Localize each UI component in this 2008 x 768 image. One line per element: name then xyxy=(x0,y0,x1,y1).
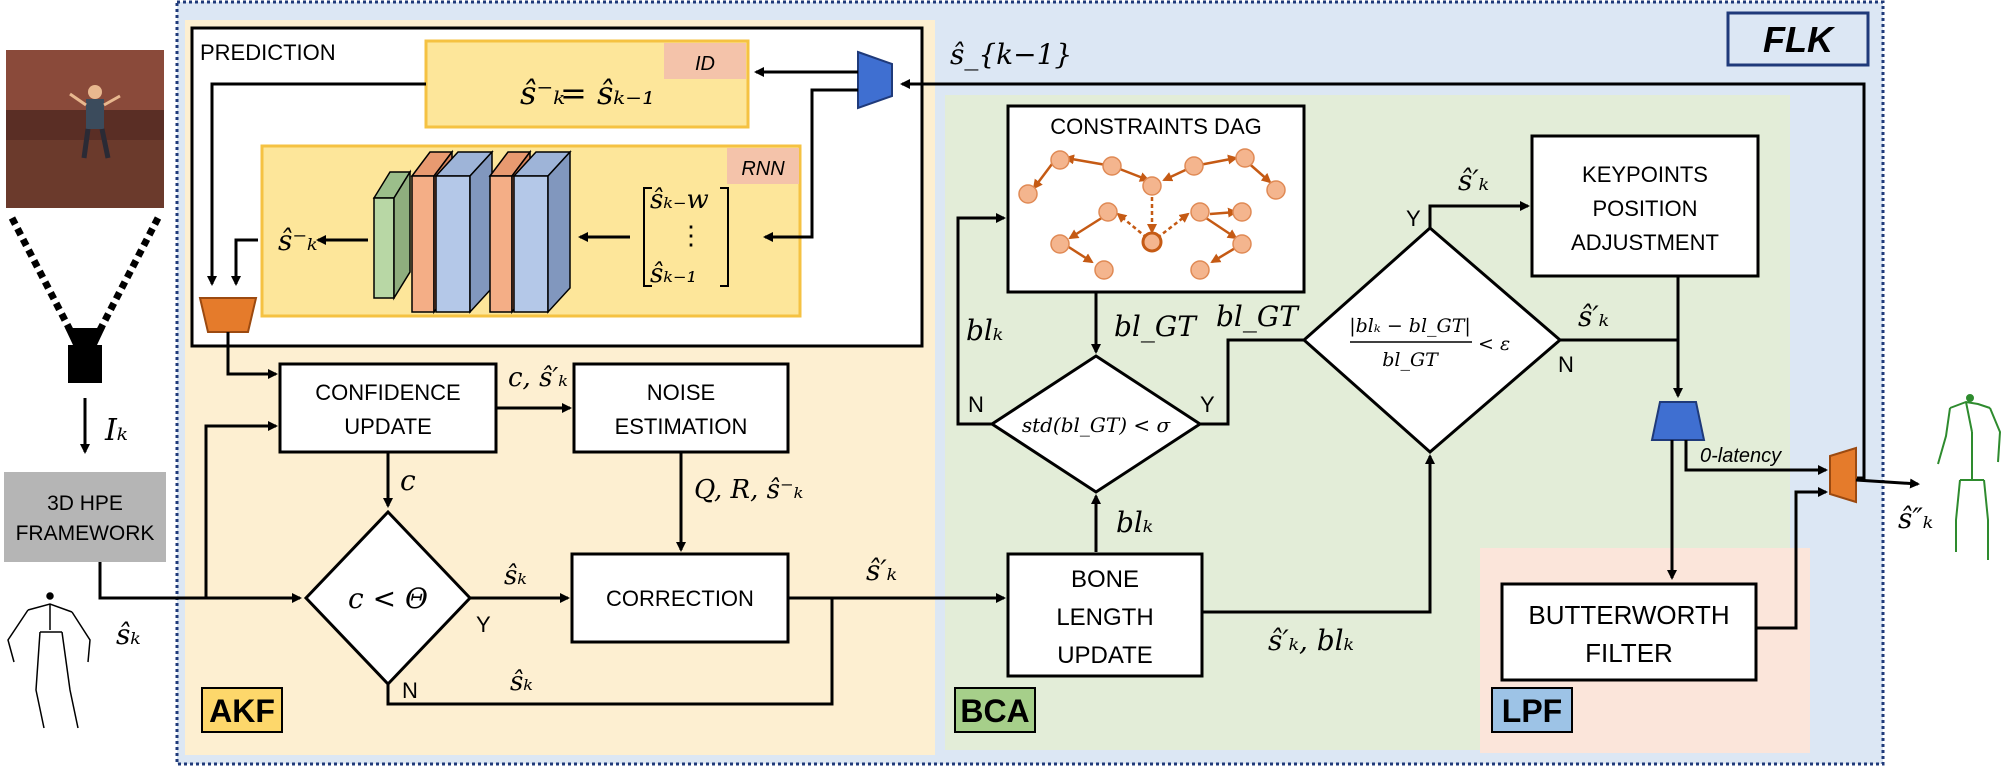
confidence-update-box xyxy=(278,362,498,454)
qr-s-label: Q, R, ŝ⁻ₖ xyxy=(694,475,803,505)
butterworth-label-1: BUTTERWORTH xyxy=(1528,600,1729,630)
c-sprime-label: c, ŝ′ₖ xyxy=(508,363,568,393)
akf-tag-box xyxy=(201,687,283,733)
bl-k-up-label: blₖ xyxy=(1116,506,1153,539)
std-yes: Y xyxy=(1200,392,1215,417)
noise-estimation-box xyxy=(572,362,790,454)
ratio-less-eps: < ε xyxy=(1478,333,1510,355)
rnn-input-bottom: ŝₖ₋₁ xyxy=(650,259,697,289)
rnn-tag-box xyxy=(727,148,799,184)
bone-length-label-2: LENGTH xyxy=(1056,604,1153,631)
id-tag-box xyxy=(664,43,746,79)
threshold-condition: c < Θ xyxy=(348,582,428,615)
dag-nodes xyxy=(1018,148,1286,280)
output-skeleton-icon xyxy=(1937,394,2002,560)
bl-gt-down-label: bl_GT xyxy=(1114,310,1198,343)
keypoints-label-1: KEYPOINTS xyxy=(1582,162,1708,187)
keypoints-adjustment-box xyxy=(1530,134,1760,278)
noise-estimation-label-2: ESTIMATION xyxy=(615,414,748,439)
bca-tag-box xyxy=(954,687,1036,733)
akf-tag: AKF xyxy=(209,693,275,729)
split-lpf-trapezoid xyxy=(1650,401,1706,441)
correction-box xyxy=(570,552,790,644)
prediction-merge-trapezoid xyxy=(198,297,258,333)
noise-estimation-label-1: NOISE xyxy=(647,380,715,405)
bl-k-left-label: blₖ xyxy=(966,314,1003,347)
lpf-tag: LPF xyxy=(1502,693,1562,729)
sk-input-label: ŝₖ xyxy=(116,618,141,651)
ratio-denominator: bl_GT xyxy=(1382,349,1439,371)
prediction-title: PREDICTION xyxy=(200,40,336,65)
ratio-decision-diamond xyxy=(1301,226,1563,454)
std-no: N xyxy=(968,392,984,417)
butterworth-label-2: FILTER xyxy=(1585,638,1673,668)
c-label: c xyxy=(400,464,416,497)
sk-bypass-label: ŝₖ xyxy=(510,667,533,697)
bl-gt-right-label: bl_GT xyxy=(1216,300,1300,333)
hpe-framework-label-2: FRAMEWORK xyxy=(16,522,155,545)
threshold-yes: Y xyxy=(476,612,491,637)
std-condition: std(bl_GT) < σ xyxy=(1022,413,1172,437)
confidence-update-label-1: CONFIDENCE xyxy=(315,380,460,405)
sprime-bl-label: ŝ′ₖ, blₖ xyxy=(1268,624,1354,657)
s-k-minus-1-label: ŝ_{k−1} xyxy=(950,38,1072,71)
bca-tag: BCA xyxy=(960,693,1029,729)
std-decision-diamond xyxy=(989,354,1203,494)
sprime-no-label: ŝ′ₖ xyxy=(1578,300,1609,333)
correction-label: CORRECTION xyxy=(606,586,754,611)
rnn-layers-icon xyxy=(372,149,572,315)
input-skeleton-icon xyxy=(7,592,91,729)
lpf-tag-box xyxy=(1491,687,1573,733)
ik-label: Iₖ xyxy=(104,413,128,448)
flk-tag-box xyxy=(1726,11,1870,67)
bone-length-label-1: BONE xyxy=(1071,566,1139,593)
rnn-input-top: ŝₖ₋w xyxy=(650,185,709,215)
keypoints-label-3: ADJUSTMENT xyxy=(1571,230,1719,255)
sprime-out-label: ŝ′ₖ xyxy=(866,554,897,587)
sprime-yes-label: ŝ′ₖ xyxy=(1458,164,1489,197)
ratio-numerator: |blₖ − bl_GT| xyxy=(1349,315,1471,337)
constraints-dag-title: CONSTRAINTS DAG xyxy=(1050,114,1261,139)
threshold-no: N xyxy=(402,678,418,703)
confidence-update-label-2: UPDATE xyxy=(344,414,432,439)
flk-tag: FLK xyxy=(1763,19,1836,60)
hpe-framework-label-1: 3D HPE xyxy=(47,492,123,515)
final-output-label: ŝ″ₖ xyxy=(1898,502,1933,535)
rnn-input-dots: ⋮ xyxy=(678,221,704,251)
id-tag: ID xyxy=(695,53,715,75)
ratio-no: N xyxy=(1558,352,1574,377)
camera-icon xyxy=(65,328,105,383)
sk-to-correction-label: ŝₖ xyxy=(504,561,527,591)
rnn-pred-label: ŝ⁻ₖ xyxy=(278,224,317,257)
input-frame-image xyxy=(6,50,164,208)
bone-length-label-3: UPDATE xyxy=(1057,642,1153,669)
keypoints-label-2: POSITION xyxy=(1592,196,1697,221)
hpe-framework-box xyxy=(4,472,166,562)
output-merge-trapezoid xyxy=(1829,446,1857,504)
bone-length-update-box xyxy=(1006,552,1204,678)
butterworth-filter-box xyxy=(1500,582,1758,682)
id-equation-rhs: = ŝₖ₋₁ xyxy=(560,74,655,112)
constraints-dag-box xyxy=(1006,104,1306,294)
id-equation-lhs: ŝ⁻ₖ xyxy=(520,74,565,112)
zero-latency-label: 0-latency xyxy=(1700,445,1782,467)
rnn-tag: RNN xyxy=(741,158,785,180)
ratio-yes: Y xyxy=(1406,206,1421,231)
